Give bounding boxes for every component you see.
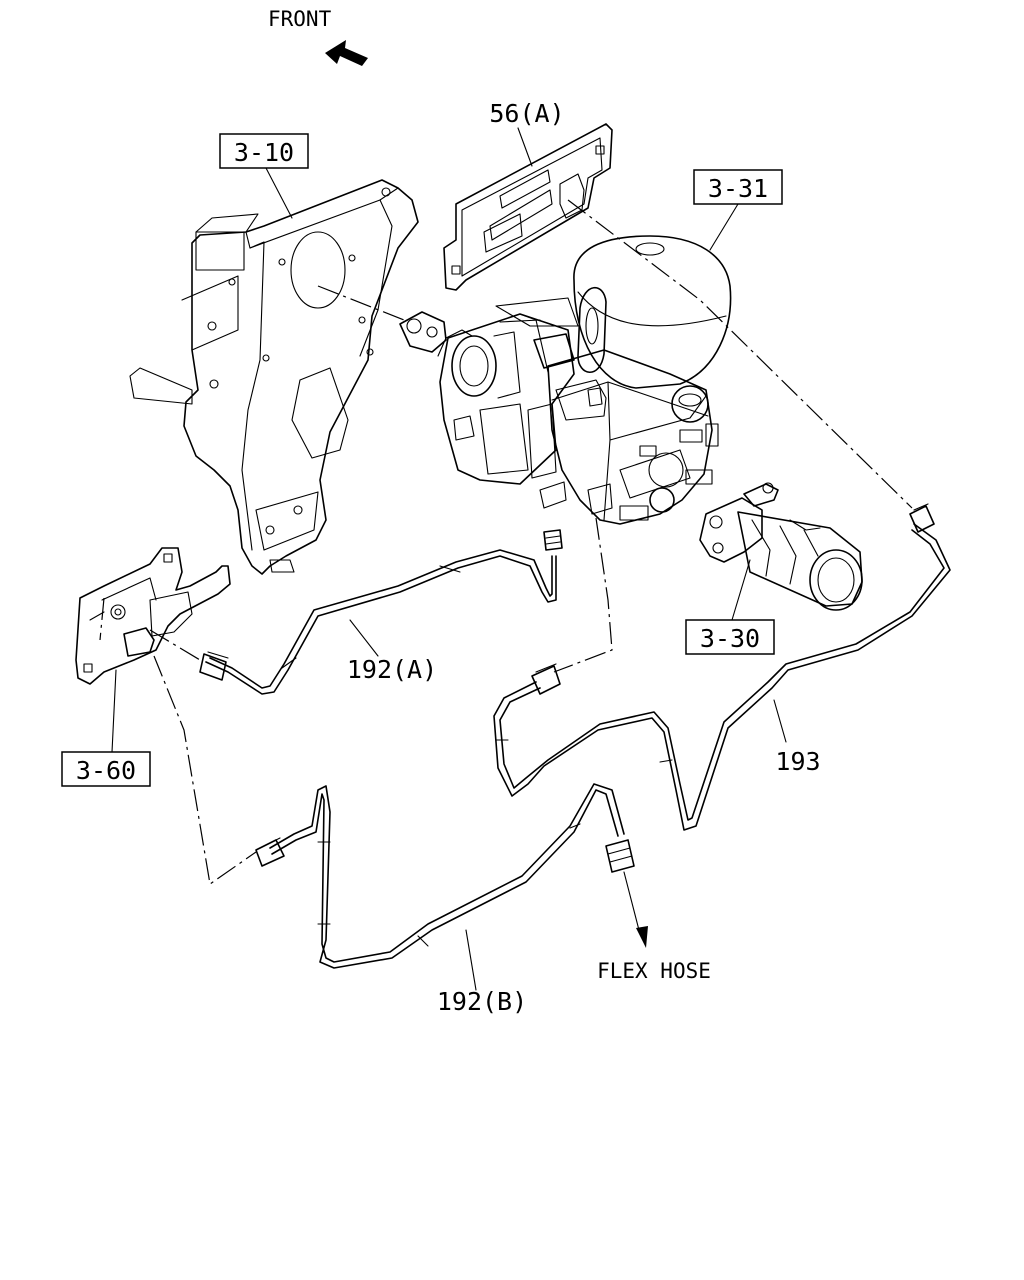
bracket-3-60-part: [75, 547, 231, 685]
brake-pipe-193: [493, 503, 951, 831]
callout-3-31-text: 3-31: [708, 174, 768, 203]
hydraulic-unit-part: [399, 235, 732, 525]
callout-3-10: 3-10: [219, 133, 309, 169]
callout-3-31: 3-31: [693, 169, 783, 205]
flex-hose-note: FLEX HOSE: [597, 959, 711, 983]
callout-3-60-text: 3-60: [76, 756, 136, 785]
callout-56a: 56(A): [489, 99, 564, 128]
callout-3-60: 3-60: [61, 751, 151, 787]
front-arrow-icon: [325, 40, 368, 66]
callout-192a: 192(A): [347, 655, 437, 684]
mounting-plate-part: [443, 123, 613, 291]
pedal-bracket-part: [129, 179, 419, 575]
callout-3-30: 3-30: [685, 619, 775, 655]
front-label: FRONT: [268, 7, 332, 31]
leader-lines: [111, 127, 787, 991]
callout-192b: 192(B): [437, 987, 527, 1016]
alignment-lines: [99, 199, 913, 886]
callout-193: 193: [775, 747, 820, 776]
connector-part: [699, 482, 863, 611]
callout-3-30-text: 3-30: [700, 624, 760, 653]
brake-pipe-192a: [199, 529, 563, 695]
callout-3-10-text: 3-10: [234, 138, 294, 167]
brake-pipe-192b: [255, 783, 648, 969]
